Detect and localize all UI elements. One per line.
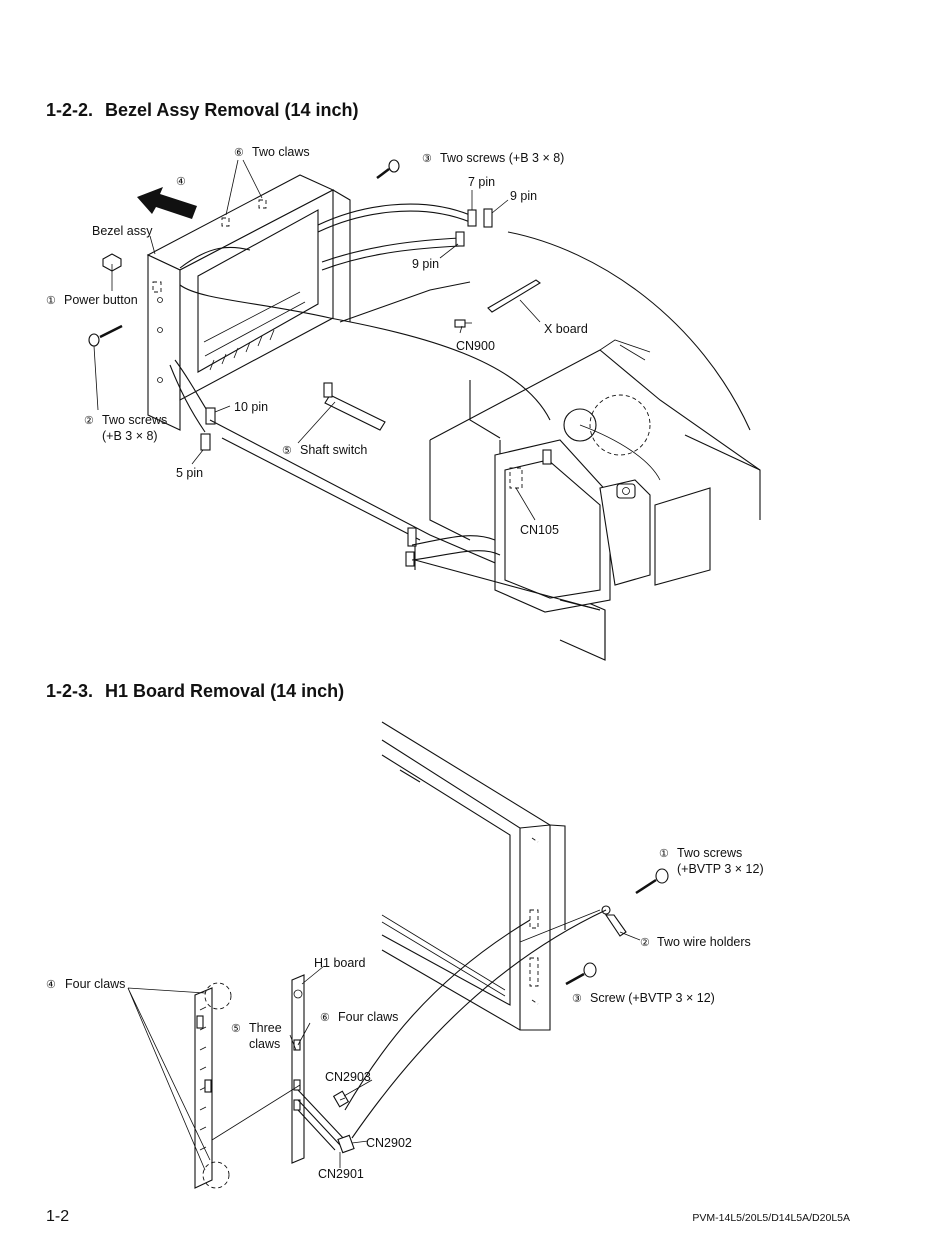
two-claws-number: ⑥ <box>234 147 244 159</box>
four-claws-right-label: Four claws <box>338 1010 398 1024</box>
cn2902-label: CN2902 <box>366 1136 412 1150</box>
x-board-label: X board <box>544 322 588 336</box>
right-screws-part <box>565 868 669 986</box>
chassis-body <box>209 189 761 661</box>
board-cables <box>211 909 607 1154</box>
connectors <box>200 208 493 451</box>
top-screw-part <box>376 159 400 179</box>
claw-bracket-part <box>194 982 232 1189</box>
section-title-bezel-assy-removal: 1-2-2. Bezel Assy Removal (14 inch) <box>46 100 358 121</box>
wire-holders-label: Two wire holders <box>657 935 751 949</box>
pin9-top-label: 9 pin <box>510 189 537 203</box>
left-screw-part <box>88 324 123 347</box>
cn2903-label: CN2903 <box>325 1070 371 1084</box>
monitor-front-frame <box>381 721 601 1031</box>
right-screws-label-2: (+BVTP 3 × 12) <box>677 862 764 876</box>
bezel-assy-frame <box>146 174 335 431</box>
three-claws-number: ⑤ <box>231 1023 241 1035</box>
shaft-switch-part <box>323 382 386 431</box>
section-number: 1-2-3. <box>46 681 94 701</box>
shaft-switch-number: ⑤ <box>282 445 292 457</box>
single-screw-number: ③ <box>572 993 582 1005</box>
leader-lines <box>127 931 641 1171</box>
top-screws-label: Two screws (+B 3 × 8) <box>440 151 564 165</box>
two-claws-label: Two claws <box>252 145 310 159</box>
four-claws-left-label: Four claws <box>65 977 125 991</box>
left-screws-label-1: Two screws <box>102 413 167 427</box>
three-claws-label-1: Three <box>249 1021 282 1035</box>
right-screws-number: ① <box>659 848 669 860</box>
section-title-text: H1 Board Removal (14 inch) <box>105 681 345 701</box>
x-board-part <box>454 279 541 328</box>
cn900-label: CN900 <box>456 339 495 353</box>
h1-board-removal-diagram: ① Two screws (+BVTP 3 × 12) ② Two wire h… <box>46 721 764 1189</box>
four-claws-left-number: ④ <box>46 979 56 991</box>
bezel-assy-removal-diagram: ⑥ Two claws ③ Two screws (+B 3 × 8) ④ 7 … <box>46 145 761 661</box>
section-title-h1-board-removal: 1-2-3. H1 Board Removal (14 inch) <box>46 681 344 702</box>
top-screws-number: ③ <box>422 153 432 165</box>
left-screws-number: ② <box>84 415 94 427</box>
right-screws-label-1: Two screws <box>677 846 742 860</box>
left-screws-label-2: (+B 3 × 8) <box>102 429 158 443</box>
shaft-switch-label: Shaft switch <box>300 443 367 457</box>
three-claws-label-2: claws <box>249 1037 280 1051</box>
page-number: 1-2 <box>46 1208 70 1225</box>
harness-wires <box>169 203 551 433</box>
leader-lines <box>93 159 541 521</box>
section-title-text: Bezel Assy Removal (14 inch) <box>105 100 359 120</box>
pin7-label: 7 pin <box>468 175 495 189</box>
bezel-assy-label: Bezel assy <box>92 224 153 238</box>
section-number: 1-2-2. <box>46 100 94 120</box>
single-screw-label: Screw (+BVTP 3 × 12) <box>590 991 715 1005</box>
power-button-label: Power button <box>64 293 138 307</box>
cn2901-label: CN2901 <box>318 1167 364 1181</box>
pin10-label: 10 pin <box>234 400 268 414</box>
cn105-label: CN105 <box>520 523 559 537</box>
power-button-number: ① <box>46 295 56 307</box>
arrow-step-number: ④ <box>176 176 186 188</box>
model-number: PVM-14L5/20L5/D14L5A/D20L5A <box>692 1212 850 1224</box>
removal-direction-arrow <box>137 187 197 219</box>
pin5-label: 5 pin <box>176 466 203 480</box>
h1-board-part <box>291 974 346 1164</box>
wire-holders-number: ② <box>640 937 650 949</box>
h1-board-label: H1 board <box>314 956 365 970</box>
power-button-part <box>102 253 122 272</box>
wire-holder-part <box>601 905 627 937</box>
pin9-bottom-label: 9 pin <box>412 257 439 271</box>
four-claws-right-number: ⑥ <box>320 1012 330 1024</box>
